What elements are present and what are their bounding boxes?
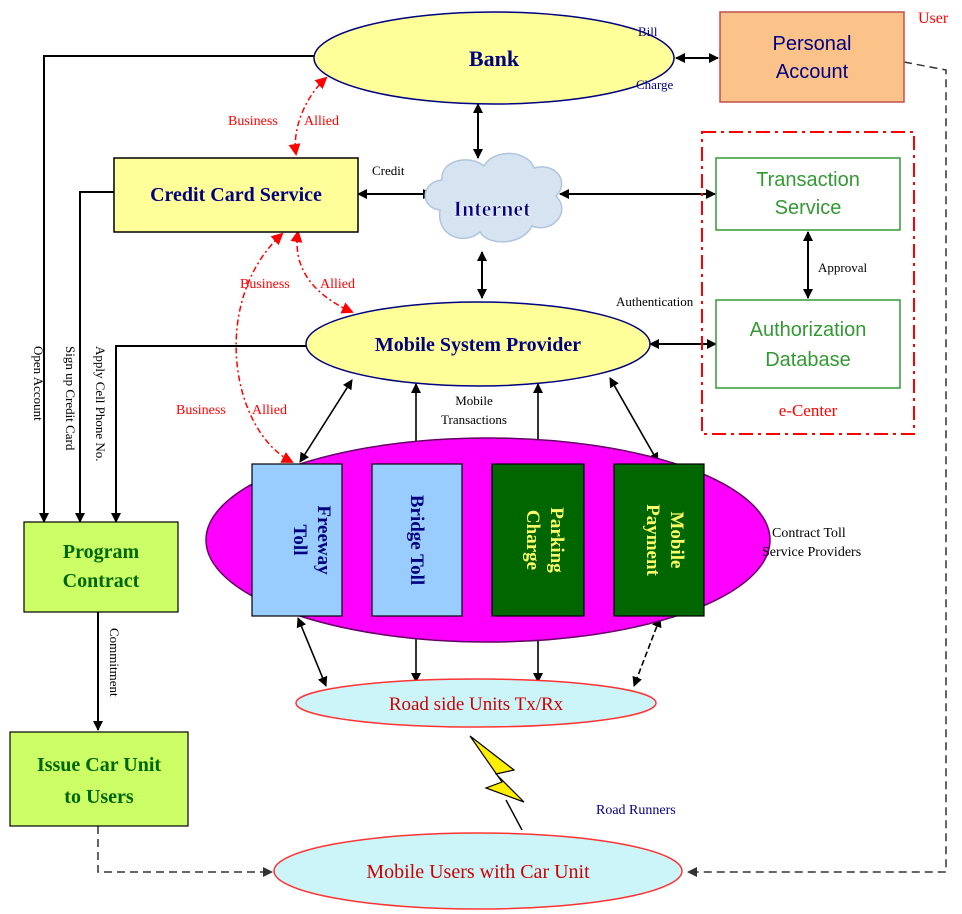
freeway-toll-node: Freeway Toll <box>251 463 343 617</box>
allied-label-1: Allied <box>304 114 339 129</box>
credit-card-service-label: Credit Card Service <box>150 184 322 206</box>
business-label-2: Business <box>240 277 290 292</box>
user-label: User <box>918 10 949 27</box>
mobile-system-provider-label: Mobile System Provider <box>375 334 581 356</box>
edge-credit-msp-allied <box>290 230 354 314</box>
transaction-service-label-2: Service <box>775 197 842 219</box>
commitment-label: Commitment <box>107 628 122 697</box>
authorization-database-label-1: Authorization <box>750 319 867 341</box>
issue-car-unit-label-2: to Users <box>64 786 134 808</box>
mobile-payment-label-1: Mobile <box>666 512 687 569</box>
edge-credit-program <box>75 191 114 523</box>
road-runners-label: Road Runners <box>596 803 676 818</box>
parking-charge-label-1: Parking <box>546 507 567 573</box>
charge-label: Charge <box>636 77 674 92</box>
mobile-transactions-label-2: Transactions <box>441 412 507 427</box>
bridge-toll-node: Bridge Toll <box>371 463 463 617</box>
credit-label: Credit <box>372 163 405 178</box>
edge-bank-program <box>39 55 314 523</box>
freeway-toll-label-1: Freeway <box>313 505 334 575</box>
apply-cell-phone-label: Apply Cell Phone No. <box>93 346 108 462</box>
mobile-payment-label-2: Payment <box>642 504 663 576</box>
mobile-system-provider-node: Mobile System Provider <box>305 301 651 387</box>
internet-node: Internet <box>424 152 563 243</box>
contract-toll-label-2: Service Providers <box>762 545 861 560</box>
edge-credit-freeway-allied <box>235 232 294 463</box>
contract-toll-label-1: Contract Toll <box>772 526 846 541</box>
road-side-units-node: Road side Units Tx/Rx <box>295 678 657 728</box>
bridge-toll-label: Bridge Toll <box>406 495 427 585</box>
internet-label: Internet <box>454 196 532 221</box>
parking-charge-node: Parking Charge <box>491 463 585 617</box>
issue-car-unit-label-1: Issue Car Unit <box>37 754 161 776</box>
lightning-tail <box>505 799 523 831</box>
road-side-units-label: Road side Units Tx/Rx <box>389 694 564 715</box>
edge-issue-users <box>97 826 273 877</box>
parking-charge-label-2: Charge <box>522 510 543 570</box>
program-contract-node: Program Contract <box>23 521 179 613</box>
bill-label: Bill <box>638 24 658 39</box>
mobile-payment-node: Mobile Payment <box>613 463 705 617</box>
edge-labels: Bill Charge Credit Approval Authenticati… <box>31 24 867 697</box>
approval-label: Approval <box>818 260 867 275</box>
authentication-label: Authentication <box>616 294 694 309</box>
transaction-service-node: Transaction Service <box>715 157 901 231</box>
wireless-lightning-icon <box>469 735 525 803</box>
personal-account-label-2: Account <box>776 61 849 83</box>
personal-account-node: Personal Account <box>719 11 905 103</box>
e-center-label: e-Center <box>779 401 838 420</box>
mobile-users-node: Mobile Users with Car Unit <box>273 832 683 910</box>
allied-label-2: Allied <box>320 277 355 292</box>
credit-card-service-node: Credit Card Service <box>113 157 359 233</box>
edge-payment-rsu <box>632 617 662 687</box>
business-label-1: Business <box>228 114 278 129</box>
allied-label-3: Allied <box>252 403 287 418</box>
transaction-service-label-1: Transaction <box>756 169 860 191</box>
program-contract-label-1: Program <box>63 541 140 563</box>
e-center-frame: e-Center <box>701 131 915 435</box>
program-contract-label-2: Contract <box>63 570 140 592</box>
edge-msp-freeway <box>299 379 353 463</box>
freeway-toll-label-2: Toll <box>289 525 310 556</box>
edge-freeway-rsu <box>296 617 328 687</box>
personal-account-label-1: Personal <box>773 33 852 55</box>
issue-car-unit-node: Issue Car Unit to Users <box>9 731 189 827</box>
mobile-transactions-label-1: Mobile <box>455 393 493 408</box>
business-label-3: Business <box>176 403 226 418</box>
authorization-database-label-2: Database <box>765 349 851 371</box>
bank-node: Bank <box>313 11 675 105</box>
authorization-database-node: Authorization Database <box>715 299 901 389</box>
mobile-users-label: Mobile Users with Car Unit <box>366 861 590 883</box>
sign-up-credit-card-label: Sign up Credit Card <box>63 346 78 451</box>
edge-msp-program <box>111 345 306 523</box>
bank-label: Bank <box>469 46 520 71</box>
edge-account-users <box>687 61 947 877</box>
edge-msp-payment <box>609 377 659 463</box>
open-account-label: Open Account <box>31 346 46 421</box>
connectors <box>39 53 947 877</box>
